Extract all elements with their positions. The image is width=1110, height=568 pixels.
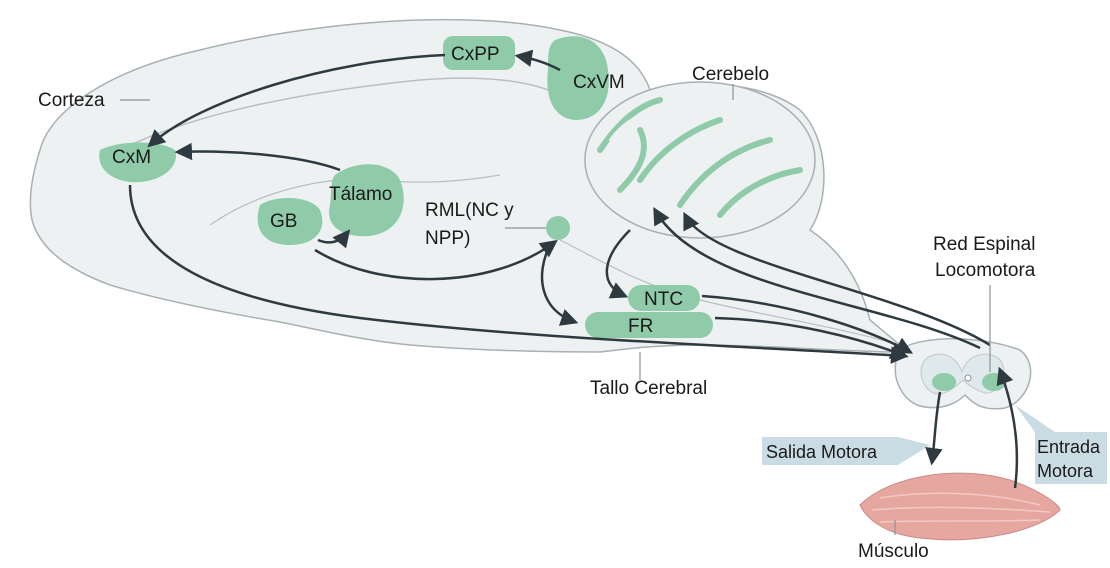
label-red-espinal-line1: Red Espinal xyxy=(933,234,1035,255)
label-cerebelo: Cerebelo xyxy=(692,64,769,85)
label-corteza: Corteza xyxy=(38,90,105,111)
spinal-cord-section xyxy=(895,339,1030,409)
region-label-cxvm: CxVM xyxy=(573,72,625,93)
region-spinal-left xyxy=(932,373,956,391)
muscle-shape xyxy=(860,473,1060,540)
label-rml-line2: NPP) xyxy=(425,228,470,249)
region-label-cxm: CxM xyxy=(112,147,151,168)
region-rml xyxy=(546,216,570,240)
label-rml-line1: RML(NC y xyxy=(425,200,514,221)
label-salida-motora: Salida Motora xyxy=(766,442,878,462)
entrada-motora-pointer xyxy=(1015,405,1055,432)
label-musculo: Músculo xyxy=(858,541,929,562)
label-entrada-line2: Motora xyxy=(1037,461,1094,481)
label-entrada-line1: Entrada xyxy=(1037,437,1101,457)
region-label-cxpp: CxPP xyxy=(451,44,500,65)
salida-motora-pointer xyxy=(898,437,930,465)
region-label-gb: GB xyxy=(270,211,297,232)
label-red-espinal-line2: Locomotora xyxy=(935,260,1036,281)
region-label-fr: FR xyxy=(628,316,653,337)
region-label-talamo: Tálamo xyxy=(329,184,392,205)
region-label-ntc: NTC xyxy=(644,289,683,310)
label-tallo-cerebral: Tallo Cerebral xyxy=(590,378,707,399)
cerebellum xyxy=(585,82,815,238)
